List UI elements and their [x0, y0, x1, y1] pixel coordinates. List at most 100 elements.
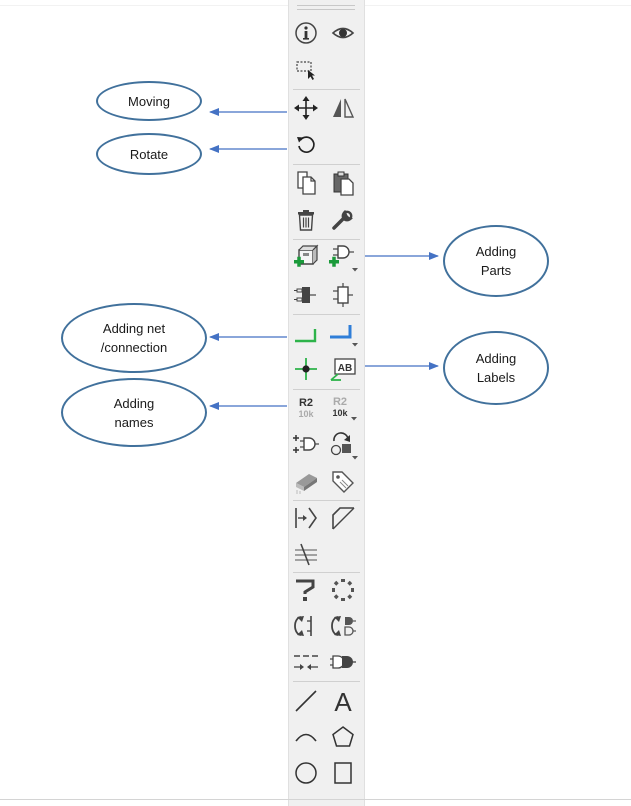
adding-names-label-line1: Adding	[113, 395, 155, 411]
name-button[interactable]: R2 10k	[290, 393, 322, 423]
toolbar-grip[interactable]	[297, 9, 355, 10]
multi-name-icon: R2 10k	[332, 396, 357, 421]
polygon-button[interactable]	[327, 722, 359, 752]
mirror-button[interactable]	[327, 93, 359, 123]
rotate-button[interactable]	[290, 129, 322, 159]
pin-swap-button[interactable]	[290, 611, 322, 641]
layer-icon	[296, 474, 317, 494]
select-region-button[interactable]	[290, 55, 322, 85]
dropdown-arrow-icon	[351, 417, 357, 421]
move-icon	[294, 96, 318, 120]
adding-parts-label-line2: Parts	[480, 263, 512, 278]
line-button[interactable]	[290, 686, 322, 716]
adding-names-callout: Adding names	[61, 378, 207, 447]
info-button[interactable]	[290, 18, 322, 48]
split-button[interactable]	[290, 503, 322, 533]
add-gate-button[interactable]	[327, 242, 359, 272]
tag-button[interactable]	[327, 467, 359, 497]
adding-net-label-line1: Adding net	[102, 321, 166, 336]
tag-icon	[332, 471, 354, 493]
delete-icon	[298, 210, 314, 231]
add-pin-icon	[293, 435, 319, 453]
circle-button[interactable]	[290, 758, 322, 788]
label-icon: AB	[330, 358, 356, 381]
gate-swap-button[interactable]	[327, 611, 359, 641]
add-pin-button[interactable]	[290, 431, 322, 461]
label-tool-text: AB	[338, 363, 352, 374]
name-tool-designator: R2	[299, 397, 313, 409]
add-gate-icon	[329, 245, 358, 272]
swap-pin-icon	[294, 616, 312, 636]
paste-button[interactable]	[327, 168, 359, 198]
arc-icon	[295, 733, 317, 742]
optimize-button[interactable]	[327, 575, 359, 605]
layer-button[interactable]	[290, 467, 322, 497]
adding-labels-label-line2: Labels	[476, 370, 516, 385]
rotate-label: Rotate	[129, 146, 169, 162]
adding-parts-callout: Adding Parts	[443, 225, 549, 297]
ripup-icon	[295, 543, 317, 566]
schematic-toolbar: AB R2 10k R2 10k	[288, 0, 365, 806]
adding-names-label-line2: names	[114, 414, 154, 430]
rotate-callout: Rotate	[96, 133, 202, 175]
gate-arrow-icon	[294, 655, 318, 670]
text-tool-glyph: A	[334, 687, 352, 717]
moving-callout: Moving	[96, 81, 202, 121]
toolbar-separator	[293, 89, 360, 90]
gate-swap-icon	[330, 655, 356, 669]
dropdown-arrow-icon	[352, 456, 358, 460]
copy-icon	[297, 171, 316, 195]
swap-gate-button[interactable]	[327, 431, 359, 461]
wrench-icon	[332, 210, 353, 230]
name-icon: R2 10k	[298, 397, 314, 419]
add-part-icon	[294, 244, 319, 267]
swap-gate-icon	[330, 432, 358, 460]
move-button[interactable]	[290, 93, 322, 123]
show-button[interactable]	[327, 18, 359, 48]
arc-button[interactable]	[290, 722, 322, 752]
ripup-button[interactable]	[290, 539, 322, 569]
name-tool-value: 10k	[298, 409, 314, 419]
invoke-button[interactable]	[290, 647, 322, 677]
adding-parts-label-line1: Adding	[475, 244, 517, 259]
text-button[interactable]: A	[327, 686, 359, 717]
circle-dots-icon	[332, 579, 354, 601]
toolbar-separator	[293, 572, 360, 573]
text-icon: A	[334, 687, 352, 717]
copy-button[interactable]	[290, 168, 322, 198]
multi-name-button[interactable]: R2 10k	[327, 393, 359, 423]
toolbar-separator	[293, 239, 360, 240]
eye-icon	[331, 27, 355, 39]
toolbar-separator	[293, 164, 360, 165]
smash-button[interactable]	[290, 575, 322, 605]
adding-net-label-line2: /connection	[100, 340, 168, 355]
wire-icon	[295, 329, 317, 343]
adding-net-callout: Adding net /connection	[61, 303, 207, 373]
gateswap-button[interactable]	[327, 647, 359, 677]
label-button[interactable]: AB	[327, 354, 359, 384]
split-icon	[295, 507, 317, 529]
toolbar-separator	[293, 681, 360, 682]
wire-button[interactable]	[290, 318, 322, 348]
question-icon	[296, 579, 315, 601]
info-icon	[295, 22, 317, 44]
add-part-button[interactable]	[290, 242, 322, 272]
multi-name-tool-designator: R2	[333, 396, 347, 408]
dropdown-arrow-icon	[352, 343, 358, 347]
line-icon	[295, 690, 317, 712]
change-button[interactable]	[327, 205, 359, 235]
toolbar-grip[interactable]	[297, 5, 355, 6]
circle-icon	[295, 762, 317, 784]
miter-button[interactable]	[327, 503, 359, 533]
delete-button[interactable]	[290, 205, 322, 235]
replace-button[interactable]	[290, 280, 322, 310]
mirror-icon	[333, 98, 355, 118]
toolbar-separator	[293, 314, 360, 315]
rectangle-button[interactable]	[327, 758, 359, 788]
bus-button[interactable]	[327, 318, 359, 348]
toolbar-separator	[293, 500, 360, 501]
dropdown-arrow-icon	[352, 268, 358, 272]
fanout-button[interactable]	[327, 280, 359, 310]
junction-button[interactable]	[290, 354, 322, 384]
